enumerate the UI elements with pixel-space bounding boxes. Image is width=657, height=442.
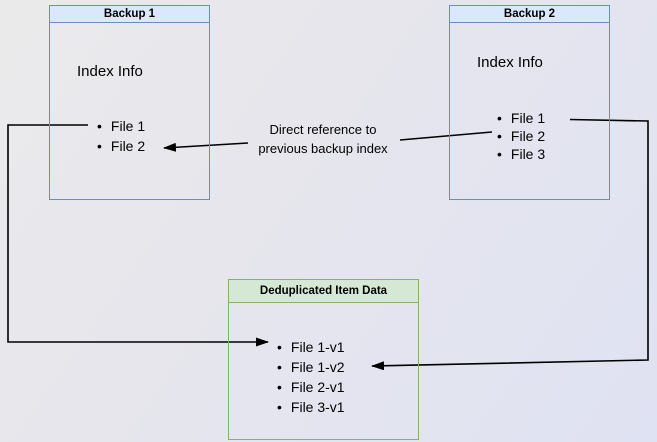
edge-label-direct-reference: Direct reference to previous backup inde… [243,120,403,158]
dedup-store-box: Deduplicated Item Data File 1-v1File 1-v… [228,279,419,440]
dedup-store-title: Deduplicated Item Data [229,280,418,303]
edge-label-line2: previous backup index [258,141,388,156]
edge-label-line1: Direct reference to [269,122,377,137]
list-item: File 1-v2 [277,357,345,377]
backup2-title: Backup 2 [450,6,609,23]
list-item: File 1 [497,109,545,127]
backup1-box: Backup 1 Index Info File 1File 2 [49,5,210,200]
backup2-file-list: File 1File 2File 3 [497,109,545,163]
backup2-index-info-label: Index Info [477,54,543,71]
list-item: File 2-v1 [277,377,345,397]
list-item: File 2 [97,136,145,156]
backup1-title: Backup 1 [50,6,209,23]
list-item: File 3 [497,145,545,163]
list-item: File 1 [97,116,145,136]
list-item: File 3-v1 [277,397,345,417]
list-item: File 2 [497,127,545,145]
list-item: File 1-v1 [277,337,345,357]
dedup-file-list: File 1-v1File 1-v2File 2-v1File 3-v1 [277,337,345,417]
backup1-file-list: File 1File 2 [97,116,145,156]
backup2-box: Backup 2 Index Info File 1File 2File 3 [449,5,610,200]
backup1-index-info-label: Index Info [77,63,143,80]
